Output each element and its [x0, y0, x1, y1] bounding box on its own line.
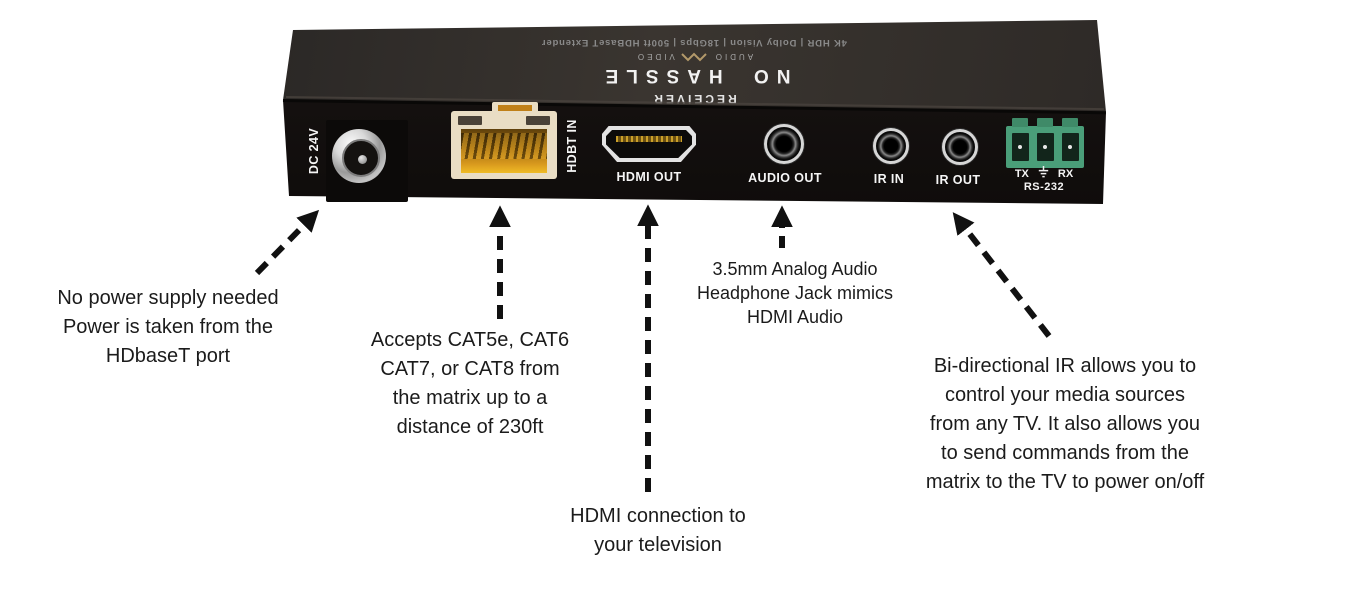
rj45-led-right — [526, 116, 550, 125]
rs232-tx-label: TX — [1014, 167, 1029, 180]
rj45-cavity — [461, 129, 547, 173]
terminal-pin-rx — [1062, 133, 1079, 161]
note-line: HDbaseT port — [105, 345, 231, 367]
note-line: the matrix up to a — [392, 387, 548, 409]
note-hdbt: Accepts CAT5e, CAT6 CAT7, or CAT8 from t… — [330, 326, 610, 442]
dc-center-pin — [358, 155, 367, 164]
brand-sub-line: AUDIO VIDEO — [283, 50, 1106, 62]
note-line: Headphone Jack mimics — [696, 283, 894, 303]
device-top-face: RECEIVER NO HASSLE AUDIOVIDEO 4K HDR | D… — [283, 20, 1106, 112]
brand-logo-text: NO HASSLE — [597, 65, 791, 86]
ir-in-label: IR IN — [873, 172, 905, 186]
note-line: Accepts CAT5e, CAT6 — [370, 329, 570, 351]
terminal-tab — [1012, 118, 1028, 127]
note-audio: 3.5mm Analog Audio Headphone Jack mimics… — [660, 257, 930, 329]
note-ir: Bi-directional IR allows you to control … — [879, 352, 1251, 497]
hdbt-rj45-port — [451, 111, 557, 179]
note-line: your television — [594, 534, 722, 556]
note-line: from any TV. It also allows you — [929, 413, 1201, 435]
rs232-name-label: RS-232 — [1023, 181, 1065, 193]
rj45-pins — [461, 133, 547, 159]
terminal-pin-dot — [1043, 145, 1047, 149]
hdmi-out-port — [602, 126, 696, 162]
note-line: control your media sources — [944, 384, 1186, 406]
hdmi-pins — [616, 136, 682, 142]
note-line: to send commands from the — [941, 442, 1189, 464]
note-line: HDMI Audio — [746, 307, 844, 327]
terminal-tab — [1037, 118, 1053, 127]
av-waveform-icon — [681, 50, 707, 62]
device-top-branding: RECEIVER NO HASSLE AUDIOVIDEO 4K HDR | D… — [283, 20, 1106, 112]
note-line: HDMI connection to — [570, 505, 746, 527]
ir-out-jack — [942, 129, 978, 165]
hdbt-in-label: HDBT IN — [565, 119, 579, 173]
note-line: CAT7, or CAT8 from — [380, 358, 560, 380]
product-tagline: 4K HDR | Dolby Vision | 18Gbps | 500ft H… — [541, 37, 847, 48]
note-line: No power supply needed — [57, 287, 279, 309]
note-line: matrix to the TV to power on/off — [925, 471, 1205, 493]
note-hdmi: HDMI connection to your television — [518, 502, 798, 560]
dc-barrel-ring — [332, 129, 386, 183]
note-line: Bi-directional IR allows you to — [933, 355, 1197, 377]
note-power: No power supply needed Power is taken fr… — [28, 284, 308, 371]
terminal-pin-tx — [1012, 133, 1029, 161]
terminal-pin-dot — [1068, 145, 1072, 149]
rj45-led-left — [458, 116, 482, 125]
ir-in-jack — [873, 128, 909, 164]
rs232-terminal-block — [1006, 118, 1084, 168]
dc-barrel-hole — [342, 139, 380, 177]
terminal-pin-dot — [1018, 145, 1022, 149]
dc-power-port — [326, 120, 408, 202]
hdmi-port-inner — [606, 130, 692, 158]
receiver-device: RECEIVER NO HASSLE AUDIOVIDEO 4K HDR | D… — [280, 16, 1108, 208]
audio-out-jack — [764, 124, 804, 164]
arrow-power — [254, 209, 320, 276]
hdmi-out-label: HDMI OUT — [616, 170, 682, 184]
rs232-labels: TX RX RS-232 — [994, 166, 1094, 193]
terminal-pin-gnd — [1037, 133, 1054, 161]
arrow-ir — [952, 212, 1052, 338]
ground-icon — [1038, 166, 1049, 181]
note-line: distance of 230ft — [396, 416, 544, 438]
rj45-clip-tab-inner — [498, 105, 532, 116]
rs232-rx-label: RX — [1057, 167, 1074, 180]
note-line: Power is taken from the — [62, 316, 274, 338]
rs232-pin-row: TX RX — [994, 166, 1094, 181]
brand-audio-label: AUDIO — [712, 51, 754, 61]
terminal-tab — [1062, 118, 1078, 127]
audio-out-label: AUDIO OUT — [748, 171, 822, 185]
brand-video-label: VIDEO — [634, 51, 675, 61]
dc-24v-label: DC 24V — [307, 127, 321, 175]
ir-out-label: IR OUT — [935, 173, 981, 187]
note-line: 3.5mm Analog Audio — [712, 259, 878, 279]
